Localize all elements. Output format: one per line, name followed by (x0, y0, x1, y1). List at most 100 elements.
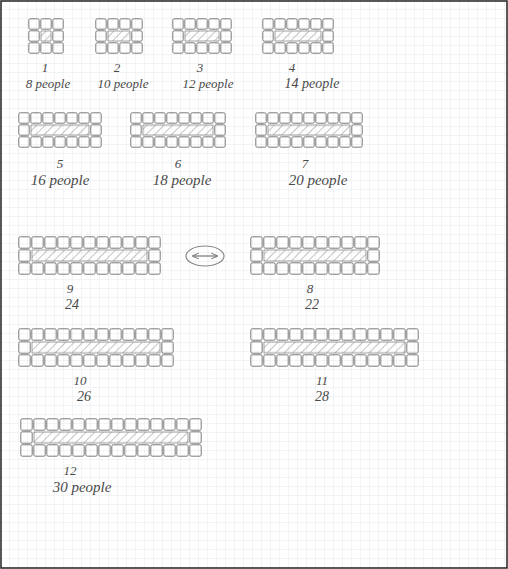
chair (143, 137, 153, 147)
chair (136, 263, 147, 274)
chair (323, 43, 333, 53)
chair (123, 237, 134, 248)
table (275, 31, 321, 41)
chair (280, 113, 290, 123)
table (41, 31, 51, 41)
table-arrangement (19, 237, 160, 274)
chair (287, 43, 297, 53)
chair (355, 329, 366, 340)
people-count: 30 people (53, 479, 112, 495)
chair (368, 250, 379, 261)
chair (32, 329, 43, 340)
chair (79, 113, 89, 123)
chair (162, 342, 173, 353)
chair (112, 419, 123, 430)
chair (131, 125, 141, 135)
chair (190, 432, 201, 443)
chair (329, 263, 340, 274)
chair (316, 237, 327, 248)
chair (21, 432, 32, 443)
chair (29, 19, 39, 29)
table (31, 125, 89, 135)
swap-arrow (186, 246, 224, 266)
arrangement-number: 7 (302, 156, 309, 172)
chair (132, 43, 142, 53)
chair (123, 329, 134, 340)
chair (32, 263, 43, 274)
table-arrangement (29, 19, 63, 53)
chair (110, 329, 121, 340)
chair (368, 329, 379, 340)
chair (277, 237, 288, 248)
chair (96, 31, 106, 41)
chair (263, 31, 273, 41)
chair (71, 237, 82, 248)
chair (197, 43, 207, 53)
chair (256, 137, 266, 147)
chair (221, 43, 231, 53)
chair (264, 329, 275, 340)
chair (263, 43, 273, 53)
chair (34, 419, 45, 430)
chair (251, 237, 262, 248)
chair (290, 263, 301, 274)
people-count: 12 people (183, 76, 234, 92)
table-arrangement (173, 19, 231, 53)
chair (55, 113, 65, 123)
chair (299, 43, 309, 53)
chair (67, 137, 77, 147)
chair (29, 43, 39, 53)
chair (73, 419, 84, 430)
chair (71, 355, 82, 366)
chair (19, 137, 29, 147)
table-arrangement (263, 19, 333, 53)
chair (19, 125, 29, 135)
table (32, 342, 160, 353)
chair (53, 31, 63, 41)
chair (323, 19, 333, 29)
chair (60, 419, 71, 430)
chair (123, 355, 134, 366)
chair (256, 125, 266, 135)
chair (316, 329, 327, 340)
table (268, 125, 350, 135)
arrangement-number: 26 (77, 389, 91, 405)
people-count: 14 people (285, 76, 340, 92)
chair (185, 19, 195, 29)
chair (41, 19, 51, 29)
chair (53, 19, 63, 29)
chair (251, 329, 262, 340)
table-arrangement (256, 113, 362, 147)
chair (299, 19, 309, 29)
chair (316, 137, 326, 147)
chair (55, 137, 65, 147)
chair (164, 419, 175, 430)
chair (355, 355, 366, 366)
chair (342, 237, 353, 248)
chair (108, 43, 118, 53)
chair (167, 137, 177, 147)
chair (32, 355, 43, 366)
chair (60, 445, 71, 456)
chair (277, 329, 288, 340)
chair (185, 43, 195, 53)
arrangement-number: 28 (315, 389, 329, 405)
chair (215, 137, 225, 147)
chair (71, 329, 82, 340)
chair (394, 329, 405, 340)
table (185, 31, 219, 41)
chair (58, 237, 69, 248)
chair (149, 329, 160, 340)
chair (340, 113, 350, 123)
chair (131, 113, 141, 123)
chair (381, 355, 392, 366)
chair (32, 237, 43, 248)
chair (84, 329, 95, 340)
table-arrangement (96, 19, 142, 53)
chair (149, 250, 160, 261)
chair (311, 19, 321, 29)
chair (191, 113, 201, 123)
chair (143, 113, 153, 123)
chair (99, 445, 110, 456)
people-count: 16 people (31, 172, 90, 188)
